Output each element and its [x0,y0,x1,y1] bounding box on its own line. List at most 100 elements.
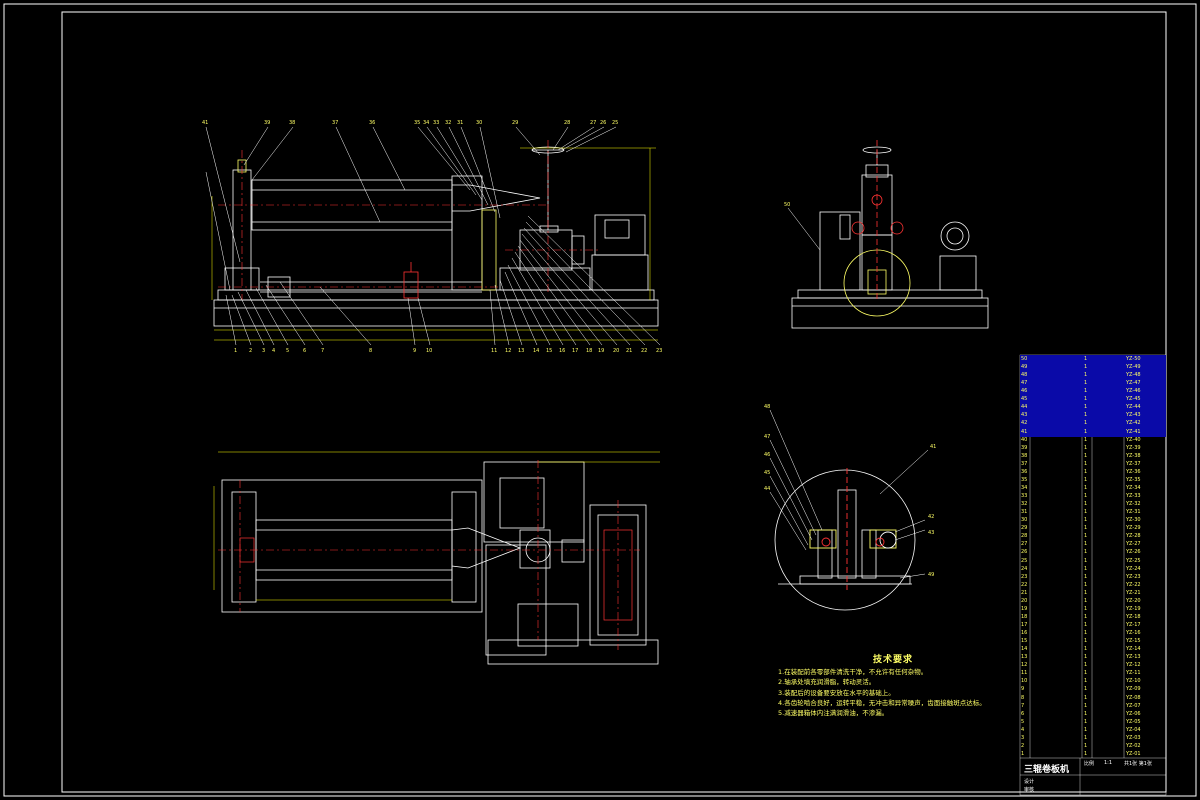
bom-cell: 49 [1021,364,1028,371]
balloon-label: 48 [764,404,770,410]
bom-cell: 1 [1021,750,1025,757]
balloon-label: 10 [426,348,432,354]
bom-cell: 22 [1021,581,1028,588]
bom-cell: YZ-32 [1126,501,1141,508]
bom-cell: 11 [1021,670,1028,677]
bom-cell: 1 [1084,630,1088,637]
bom-cell: YZ-36 [1126,468,1141,475]
bom-cell: YZ-39 [1126,444,1141,451]
balloon-label: 33 [433,120,439,126]
bom-cell: YZ-17 [1126,621,1141,628]
bom-cell: YZ-28 [1126,533,1141,540]
bom-cell: 41 [1021,428,1028,435]
bom-cell: 1 [1084,356,1088,362]
bom-cell: 1 [1084,646,1088,653]
outer-frame [3,3,1197,797]
drawing-title: 三辊卷板机 [1024,765,1070,775]
tech-heading: 技术要求 [872,655,913,665]
bom-cell: 14 [1021,646,1028,653]
bom-cell: 1 [1084,541,1088,548]
balloon-label: 49 [928,572,934,578]
top-red-parts [239,529,633,621]
balloon-label: 1 [234,348,237,354]
balloon-label: 41 [930,444,936,450]
balloon-label: 22 [641,348,647,354]
bom-cell: 8 [1021,694,1025,701]
bom-cell: YZ-37 [1126,460,1141,467]
bom-cell: 1 [1084,549,1088,556]
bom-cell: 1 [1084,605,1088,612]
bom-cell: YZ-33 [1126,493,1141,500]
bom-cell: 19 [1021,605,1028,612]
balloon-label: 18 [586,348,592,354]
bom-cell: YZ-21 [1126,589,1141,596]
bom-cell: YZ-46 [1126,388,1141,395]
front-view [211,146,659,341]
side-red-parts [851,140,904,300]
bom-cell: 4 [1021,726,1025,733]
balloon-label: 39 [264,120,270,126]
bom-cell: 18 [1021,613,1028,620]
balloon-label: 14 [533,348,539,354]
bom-cell: 1 [1084,476,1088,483]
bom-cell: 1 [1084,372,1088,379]
balloon-label: 45 [764,470,770,476]
bom-cell: YZ-45 [1126,396,1141,403]
balloon-label: 8 [369,348,372,354]
bom-cell: YZ-03 [1126,734,1141,741]
bom-cell: 36 [1021,468,1028,475]
bom-cell: 1 [1084,654,1088,661]
bom-cell: 31 [1021,509,1028,516]
balloon-label: 29 [512,120,518,126]
title-block: 三辊卷板机 比例 1:1 共1张 第1张 设计 审核 [1020,758,1166,793]
tech-line: 5.减速器箱体内注满润滑油，不渗漏。 [778,709,889,718]
bom-cell: 50 [1021,356,1028,362]
bom-row: 19 1 YZ-19 [1020,605,1166,615]
bom-row: 50 1 YZ-50 [1020,355,1166,365]
bom-cell: YZ-09 [1126,686,1141,693]
balloon-label: 11 [491,348,497,354]
bom-cell: 1 [1084,557,1088,564]
bom-cell: 1 [1084,509,1088,516]
bom-cell: YZ-15 [1126,638,1141,645]
bom-cell: YZ-43 [1126,412,1141,419]
bom-cell: YZ-29 [1126,525,1141,532]
bom-cell: YZ-50 [1126,356,1141,362]
balloon-label: 25 [612,120,618,126]
bom-cell: 1 [1084,613,1088,620]
bom-cell: YZ-49 [1126,364,1141,371]
bom-cell: YZ-22 [1126,581,1141,588]
bom-cell: 1 [1084,493,1088,500]
side-leader [787,207,821,251]
bom-cell: YZ-24 [1126,565,1141,572]
bom-cell: 2 [1021,742,1025,749]
bom-cell: YZ-19 [1126,605,1141,612]
bom-cell: 15 [1021,638,1028,645]
balloon-label: 9 [413,348,416,354]
balloon-label: 13 [518,348,524,354]
bom-cell: 1 [1084,501,1088,508]
front-leaders [205,126,617,291]
bom-cell: 1 [1084,412,1088,419]
bom-cell: YZ-48 [1126,372,1141,379]
bom-cell: 37 [1021,460,1028,467]
balloon-label: 34 [423,120,429,126]
